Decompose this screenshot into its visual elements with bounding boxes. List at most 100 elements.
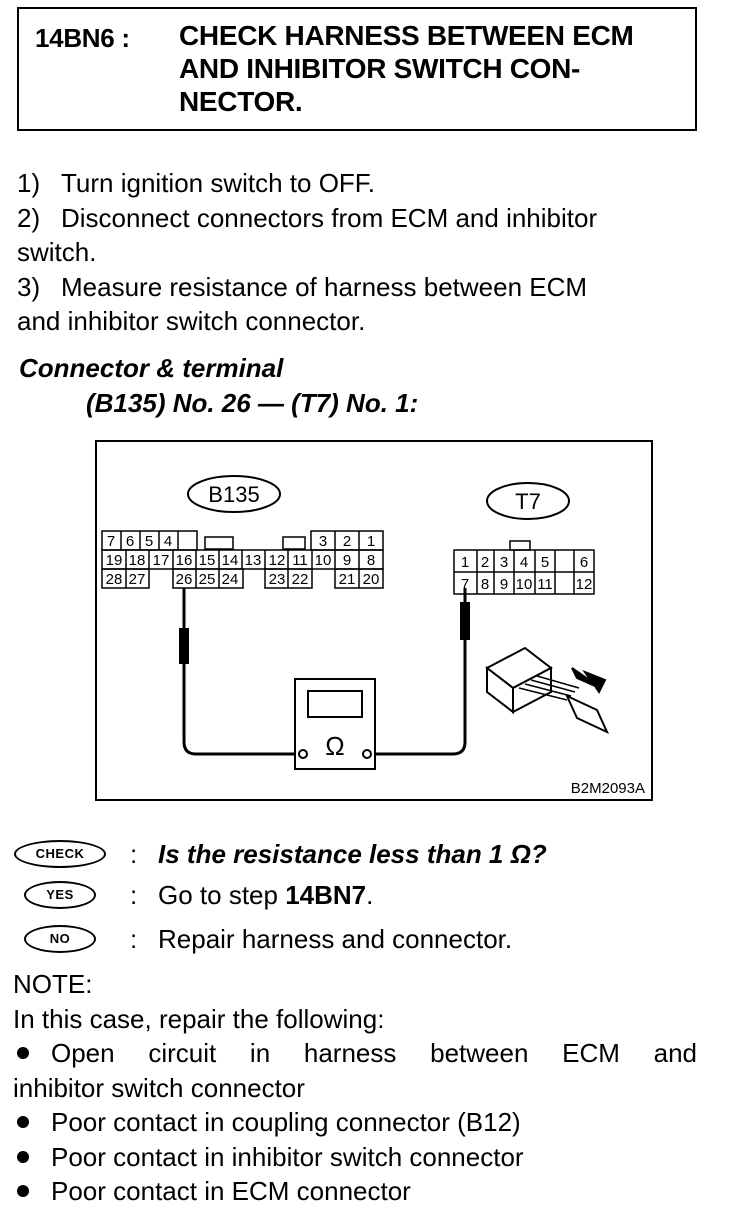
terminal-label: 20 <box>363 571 380 588</box>
connector-front-face <box>512 666 552 714</box>
check-row: CHECK : Is the resistance less than 1 Ω? <box>14 836 714 876</box>
insertion-arrow <box>571 667 607 694</box>
ohm-symbol: Ω <box>325 731 344 761</box>
connector-wires <box>518 675 580 701</box>
procedure-step-2: 2) Disconnect connectors from ECM and inh… <box>17 201 701 270</box>
terminal-label: 5 <box>541 554 549 571</box>
step-text-continued: switch. <box>17 237 97 267</box>
b135-terminal-labels: 7 6 5 4 3 2 1 19 18 17 16 15 14 13 12 11… <box>106 533 380 588</box>
note-label: NOTE: <box>13 969 93 999</box>
b135-latch-right <box>282 536 306 550</box>
procedure-step-3: 3) Measure resistance of harness between … <box>17 270 701 339</box>
b135-connector <box>101 530 384 589</box>
wiring-diagram: B135 T7 <box>95 440 653 801</box>
no-colon: : <box>130 924 138 954</box>
step-number: 3) <box>17 271 41 302</box>
note-item: Poor contact in coupling connector (B12) <box>13 1105 697 1140</box>
terminal-label: 25 <box>199 571 216 588</box>
ohmmeter-display <box>307 690 363 718</box>
t7-label-oval <box>486 482 570 520</box>
terminal-label: 14 <box>222 552 239 569</box>
note-intro: In this case, repair the following: <box>13 1003 385 1034</box>
note-item-text: Open circuit in harness between ECM and <box>51 1038 697 1068</box>
t7-connector <box>453 540 595 595</box>
terminal-label: 18 <box>129 552 146 569</box>
step-title: CHECK HARNESS BETWEEN ECM AND INHIBITOR … <box>179 19 699 118</box>
no-text: Repair harness and connector. <box>158 924 513 954</box>
yes-badge: YES <box>24 881 96 909</box>
procedure-steps: 1) Turn ignition switch to OFF. 2) Disconn… <box>17 166 701 339</box>
note-item: Poor contact in inhibitor switch connect… <box>13 1140 697 1175</box>
wire-sleeve <box>564 693 610 735</box>
check-colon: : <box>130 839 138 869</box>
yes-text-prefix: Go to step <box>158 880 286 910</box>
probe-wires <box>179 588 470 756</box>
terminal-label: 9 <box>343 552 351 569</box>
terminal-label: 9 <box>500 576 508 593</box>
no-row: NO : Repair harness and connector. <box>14 921 714 961</box>
terminal-label: 4 <box>520 554 528 571</box>
t7-terminal-labels: 1 2 3 4 5 6 7 8 9 10 11 12 <box>461 554 593 593</box>
no-badge: NO <box>24 925 96 953</box>
terminal-label: 7 <box>461 576 469 593</box>
step-text: Disconnect connectors from ECM and inhib… <box>61 202 598 233</box>
step-text: Measure resistance of harness between EC… <box>61 271 588 302</box>
terminal-label: 4 <box>164 533 172 550</box>
probe-wire-left <box>182 588 295 756</box>
probe-left-handle <box>179 628 189 664</box>
step-text: Turn ignition switch to OFF. <box>61 168 376 198</box>
step-header-box: 14BN6 : CHECK HARNESS BETWEEN ECM AND IN… <box>17 7 697 131</box>
terminal-label: 27 <box>129 571 146 588</box>
terminal-label: 10 <box>315 552 332 569</box>
ohmmeter <box>294 678 376 770</box>
b135-label-oval <box>187 475 281 513</box>
terminal-label: 10 <box>516 576 533 593</box>
step-title-line-1: CHECK HARNESS BETWEEN ECM <box>179 20 634 51</box>
terminal-label: 16 <box>176 552 193 569</box>
yes-text: Go to step 14BN7. <box>158 877 373 913</box>
next-step-reference: 14BN7 <box>285 880 367 910</box>
terminal-label: 28 <box>106 571 123 588</box>
probe-wire-right <box>375 588 467 756</box>
terminal-label: 11 <box>292 552 308 569</box>
step-number: 2) <box>17 202 41 233</box>
wiring-diagram-svg: B135 T7 <box>101 475 645 797</box>
note-item-text: Poor contact in inhibitor switch connect… <box>51 1141 524 1172</box>
note-item: Poor contact in ECM connector <box>13 1174 697 1209</box>
terminal-label: 21 <box>339 571 356 588</box>
note-item-text: Poor contact in coupling connector (B12) <box>51 1107 521 1137</box>
terminal-label: 3 <box>319 533 327 550</box>
step-text-continued: and inhibitor switch connector. <box>17 306 366 336</box>
b135-latch-left <box>204 536 234 550</box>
terminal-label: 2 <box>343 533 351 550</box>
terminal-label: 6 <box>126 533 134 550</box>
step-title-line-3: NECTOR. <box>179 86 303 117</box>
terminal-label: 15 <box>199 552 216 569</box>
yes-row: YES : Go to step 14BN7. <box>14 877 714 917</box>
b135-row2-dividers <box>125 550 360 569</box>
note-item: Open circuit in harness between ECM and <box>13 1036 697 1071</box>
ohmmeter-terminal-left <box>298 749 308 759</box>
terminal-label: 1 <box>367 533 375 550</box>
terminal-label: 26 <box>176 571 193 588</box>
terminal-label: 11 <box>537 576 553 593</box>
terminal-label: 6 <box>580 554 588 571</box>
note-section: NOTE: In this case, repair the following… <box>13 967 697 1209</box>
harness-connector-sketch <box>485 646 610 735</box>
procedure-step-1: 1) Turn ignition switch to OFF. <box>17 166 701 201</box>
check-question: Is the resistance less than 1 Ω? <box>158 839 547 869</box>
check-badge: CHECK <box>14 840 106 868</box>
note-item-continued: inhibitor switch connector <box>13 1072 305 1103</box>
connector-heading: Connector & terminal <box>19 353 284 383</box>
note-item-text: Poor contact in ECM connector <box>51 1176 411 1206</box>
terminal-label: 8 <box>481 576 489 593</box>
t7-latch <box>509 540 531 551</box>
terminal-label: 23 <box>269 571 286 588</box>
yes-text-suffix: . <box>366 880 374 910</box>
connector-spec: (B135) No. 26 — (T7) No. 1: <box>86 388 419 418</box>
step-number: 1) <box>17 168 41 198</box>
ohmmeter-terminal-right <box>362 749 372 759</box>
terminal-label: 13 <box>245 552 262 569</box>
terminal-label: 12 <box>576 576 593 593</box>
step-title-line-2: AND INHIBITOR SWITCH CON- <box>179 53 581 84</box>
